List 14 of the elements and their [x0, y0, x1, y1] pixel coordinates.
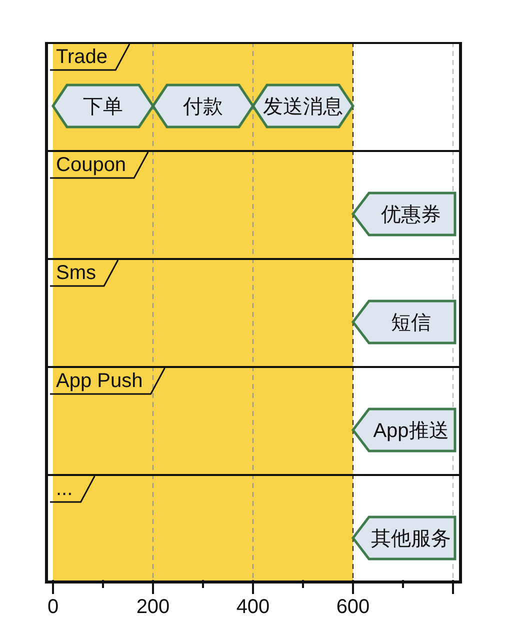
swimlane	[45, 366, 462, 474]
swimlane	[45, 258, 462, 366]
event-hexagon: 其他服务	[353, 516, 455, 560]
swimlane	[45, 474, 462, 582]
lane-tab: Trade	[50, 44, 130, 70]
tick-label: 600	[335, 596, 371, 619]
event-hexagon: 优惠券	[353, 192, 455, 236]
tick-label: 0	[46, 596, 60, 619]
tick-label: 400	[235, 596, 271, 619]
tick-label: 200	[135, 596, 171, 619]
event-hexagon: App推送	[353, 408, 455, 452]
event-hexagon: 短信	[353, 300, 455, 344]
swimlane	[45, 42, 462, 150]
swimlane	[45, 150, 462, 258]
